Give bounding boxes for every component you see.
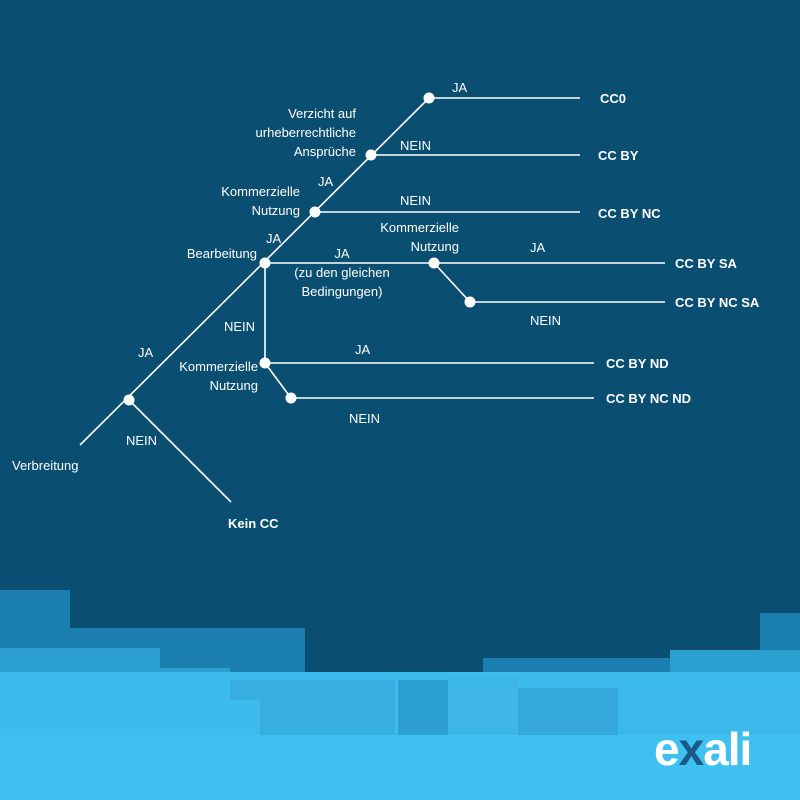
node-sa-nein xyxy=(464,296,476,308)
result-cc-by-nc-sa: CC BY NC SA xyxy=(675,295,760,310)
exali-logo: exali xyxy=(654,723,752,775)
kommerziell-top-label-line2: Nutzung xyxy=(252,203,300,218)
ja-label: JA xyxy=(266,231,282,246)
logo-part-ali: ali xyxy=(703,723,751,775)
result-cc-by-nd: CC BY ND xyxy=(606,356,669,371)
tree-edges xyxy=(79,97,665,503)
bearbeitung-label: Bearbeitung xyxy=(187,246,257,261)
result-cc-by-nc-nd: CC BY NC ND xyxy=(606,391,691,406)
kommerziell-sa-label-line2: Nutzung xyxy=(411,239,459,254)
kommerziell-top-label-line1: Kommerzielle xyxy=(221,184,300,199)
node-bearbeitung xyxy=(259,257,271,269)
edge-labels: JA NEIN JA NEIN JA JA (zu den gleichen B… xyxy=(126,80,561,448)
ja-same-terms-line2: (zu den gleichen xyxy=(294,265,389,280)
ja-same-terms-line3: Bedingungen) xyxy=(302,284,383,299)
edge-sa-nein xyxy=(433,262,471,303)
ja-label: JA xyxy=(355,342,371,357)
ja-label: JA xyxy=(138,345,154,360)
verzicht-label-line2: urheberrechtliche xyxy=(256,125,356,140)
skyline-background xyxy=(0,590,800,800)
result-cc-by-sa: CC BY SA xyxy=(675,256,737,271)
nein-label: NEIN xyxy=(224,319,255,334)
result-cc-by: CC BY xyxy=(598,148,639,163)
ja-label: JA xyxy=(318,174,334,189)
start-label: Verbreitung xyxy=(12,458,79,473)
skyline-block xyxy=(0,735,800,800)
node-kommerziell-sa xyxy=(428,257,440,269)
tree-nodes xyxy=(123,92,476,406)
verzicht-label-line3: Ansprüche xyxy=(294,144,356,159)
ja-same-terms-line1: JA xyxy=(334,246,350,261)
node-kommerziell-nd xyxy=(259,357,271,369)
kommerziell-nd-label-line2: Nutzung xyxy=(210,378,258,393)
decision-labels: Verbreitung Bearbeitung Kommerzielle Nut… xyxy=(12,106,459,473)
nein-label: NEIN xyxy=(349,411,380,426)
nein-label: NEIN xyxy=(126,433,157,448)
node-nd-nein xyxy=(285,392,297,404)
node-verzicht-ja xyxy=(423,92,435,104)
node-verbreitung xyxy=(123,394,135,406)
node-verzicht xyxy=(365,149,377,161)
result-cc-by-nc: CC BY NC xyxy=(598,206,661,221)
nein-label: NEIN xyxy=(400,138,431,153)
result-cc0: CC0 xyxy=(600,91,626,106)
ja-label: JA xyxy=(530,240,546,255)
kommerziell-sa-label-line1: Kommerzielle xyxy=(380,220,459,235)
logo-part-x: x xyxy=(679,723,705,775)
edge-nd-nein xyxy=(264,362,292,399)
result-kein-cc: Kein CC xyxy=(228,516,279,531)
edge-to-kein-cc xyxy=(128,399,232,503)
verzicht-label-line1: Verzicht auf xyxy=(288,106,356,121)
nein-label: NEIN xyxy=(530,313,561,328)
ja-label: JA xyxy=(452,80,468,95)
logo-text: exali xyxy=(654,723,751,775)
nein-label: NEIN xyxy=(400,193,431,208)
kommerziell-nd-label-line1: Kommerzielle xyxy=(179,359,258,374)
node-kommerziell-top xyxy=(309,206,321,218)
logo-part-e: e xyxy=(654,723,679,775)
result-labels: CC0 CC BY CC BY NC CC BY SA CC BY NC SA … xyxy=(228,91,760,531)
